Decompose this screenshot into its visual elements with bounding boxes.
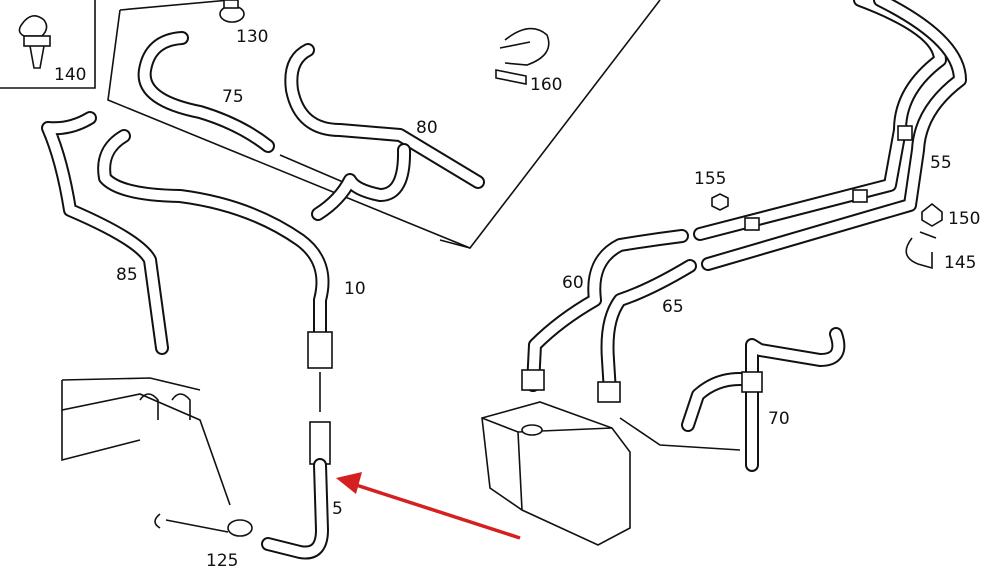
hose-85: [41, 111, 169, 355]
callout-85: 85: [116, 265, 138, 285]
tube-55: [693, 0, 967, 271]
callout-155: 155: [694, 169, 726, 189]
hose-60: [521, 229, 689, 392]
callout-160: 160: [530, 75, 562, 95]
engine-block-outline: [61, 377, 231, 506]
reservoir-tank: [481, 401, 631, 546]
group-frame-left: [107, 0, 661, 249]
hose-65: [597, 259, 697, 403]
callout-60: 60: [562, 273, 584, 293]
highlight-arrow: [336, 472, 521, 540]
callout-80: 80: [416, 118, 438, 138]
callout-140: 140: [54, 65, 86, 85]
hose-5: [261, 421, 331, 560]
callout-130: 130: [236, 27, 268, 47]
hose-70: [619, 327, 846, 472]
callout-5: 5: [332, 499, 343, 519]
hose-75: [137, 31, 275, 153]
clamp-145-icon: [905, 231, 937, 270]
frame-line-80: [279, 154, 471, 249]
hose-10: [97, 129, 333, 369]
nut-155-icon: [711, 193, 729, 211]
hose-80: [284, 43, 485, 221]
callout-150: 150: [948, 209, 980, 229]
callout-10: 10: [344, 279, 366, 299]
group-frame-top: [119, 0, 231, 11]
clip-140-icon: [18, 15, 51, 69]
callout-75: 75: [222, 87, 244, 107]
inset-box-frame: [0, 0, 96, 89]
callout-55: 55: [930, 153, 952, 173]
clip-160-icon: [495, 27, 550, 85]
callout-65: 65: [662, 297, 684, 317]
callout-70: 70: [768, 409, 790, 429]
clamp-125-icon: [154, 513, 253, 537]
clamp-130-icon: [219, 0, 245, 23]
callout-125: 125: [206, 551, 238, 571]
nut-150-icon: [921, 202, 943, 227]
callout-145: 145: [944, 253, 976, 273]
